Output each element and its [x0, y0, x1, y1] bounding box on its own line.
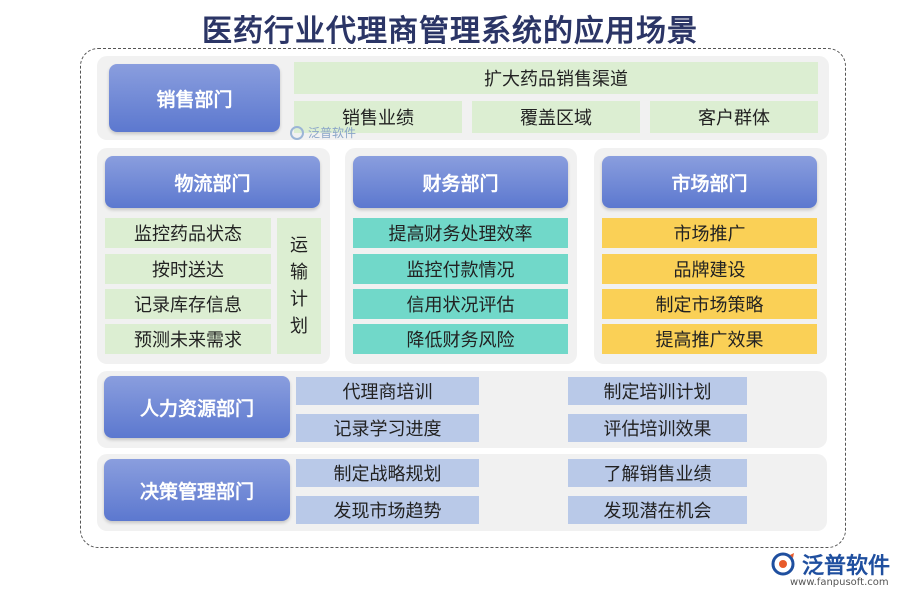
decision-dept-box: 决策管理部门 [104, 459, 290, 521]
sales-item: 客户群体 [650, 101, 818, 133]
hr-item: 评估培训效果 [568, 414, 747, 442]
sales-channel-item: 扩大药品销售渠道 [294, 62, 818, 94]
market-dept-box: 市场部门 [602, 156, 817, 208]
watermark-text: 泛普软件 [308, 126, 357, 140]
market-item: 提高推广效果 [602, 324, 817, 354]
finance-dept-box: 财务部门 [353, 156, 568, 208]
decision-item: 制定战略规划 [296, 459, 479, 487]
watermark-logo-icon [290, 125, 304, 140]
brand-logo-icon [771, 552, 795, 576]
brand-logo: 泛普软件 [770, 548, 890, 580]
hr-item: 制定培训计划 [568, 377, 747, 405]
diagram-frame [80, 48, 846, 548]
decision-item: 发现潜在机会 [568, 496, 747, 524]
decision-item: 发现市场趋势 [296, 496, 479, 524]
finance-item: 降低财务风险 [353, 324, 568, 354]
logistics-dept-box: 物流部门 [105, 156, 320, 208]
finance-item: 信用状况评估 [353, 289, 568, 319]
logistics-item: 按时送达 [105, 254, 271, 284]
sales-item: 覆盖区域 [472, 101, 640, 133]
sales-item: 销售业绩 [294, 101, 462, 133]
logistics-item: 监控药品状态 [105, 218, 271, 248]
market-item: 制定市场策略 [602, 289, 817, 319]
watermark: 泛普软件 [290, 124, 356, 141]
page-title: 医药行业代理商管理系统的应用场景 [202, 14, 698, 49]
transport-plan-char: 运 [290, 235, 308, 256]
hr-dept-box: 人力资源部门 [104, 376, 290, 438]
transport-plan-char: 划 [290, 316, 308, 337]
logistics-item: 预测未来需求 [105, 324, 271, 354]
logistics-item: 记录库存信息 [105, 289, 271, 319]
brand-name: 泛普软件 [802, 554, 891, 579]
decision-item: 了解销售业绩 [568, 459, 747, 487]
transport-plan-item: 运 输 计 划 [277, 218, 321, 354]
hr-item: 记录学习进度 [296, 414, 479, 442]
finance-item: 监控付款情况 [353, 254, 568, 284]
hr-item: 代理商培训 [296, 377, 479, 405]
market-item: 品牌建设 [602, 254, 817, 284]
brand-url: www.fanpusoft.com [790, 577, 889, 588]
transport-plan-char: 计 [290, 289, 308, 310]
transport-plan-char: 输 [290, 262, 308, 283]
market-item: 市场推广 [602, 218, 817, 248]
finance-item: 提高财务处理效率 [353, 218, 568, 248]
sales-dept-box: 销售部门 [109, 64, 280, 132]
